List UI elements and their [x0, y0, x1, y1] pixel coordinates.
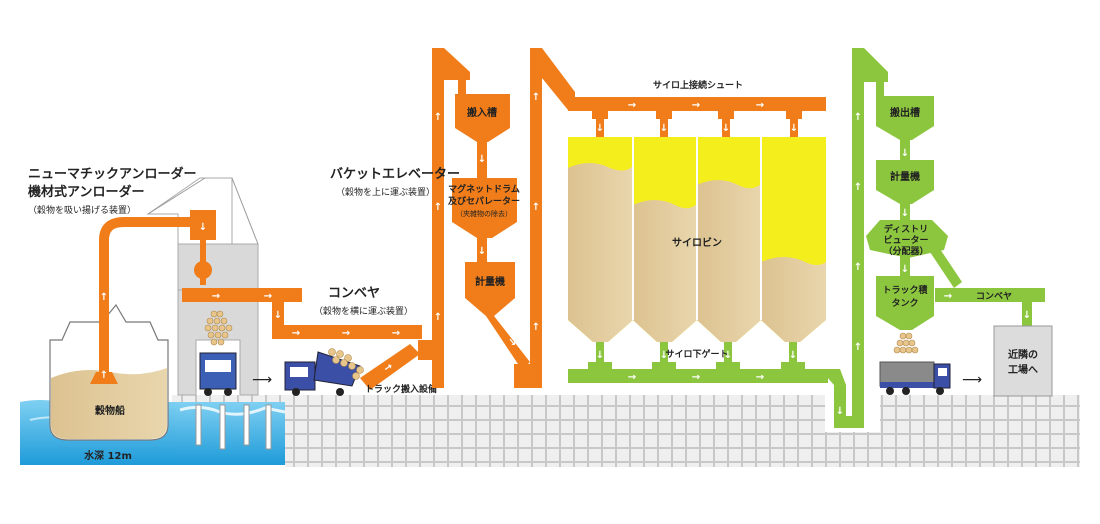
svg-text:↓: ↓ [790, 123, 798, 134]
svg-text:→: → [628, 100, 636, 111]
unloader-title-1: ニューマチックアンローダー [28, 166, 196, 182]
svg-text:→: → [756, 372, 764, 383]
truck-intake-label: トラック搬入設備 [365, 383, 437, 395]
svg-text:↓: ↓ [478, 154, 486, 165]
conveyor1-arrow-a: → [212, 291, 220, 302]
ship-label: 穀物船 [94, 404, 125, 417]
svg-text:↓: ↓ [596, 350, 604, 361]
svg-text:↑: ↑ [532, 322, 540, 333]
truck-tank-label-2: タンク [891, 297, 918, 309]
svg-text:↓: ↓ [274, 310, 282, 321]
outlet-column: ↓ ↓ ↓ → ↓ [866, 82, 1045, 330]
pier-posts [195, 404, 272, 450]
svg-text:⟶: ⟶ [962, 372, 982, 388]
truck-intake-chute: → [360, 344, 420, 390]
scale-1-label: 計量機 [475, 275, 505, 288]
conveyor-2-label: コンベヤ [976, 291, 1012, 302]
unloader-title-2: 機材式アンローダー [28, 184, 144, 200]
svg-text:→: → [692, 372, 700, 383]
silo-top-chute-label: サイロ上接続シュート [653, 79, 743, 91]
hopper-arrow-down: ↓ [199, 222, 207, 233]
silo-bottom-gates: ↓ ↓ ↓ ↓ → → → ↓ [568, 342, 846, 422]
svg-text:↓: ↓ [1023, 310, 1031, 321]
svg-text:↓: ↓ [660, 350, 668, 361]
svg-text:→: → [944, 291, 952, 302]
ground-tiles [172, 395, 1080, 467]
svg-text:↑: ↑ [854, 342, 862, 353]
bucket-elevator-2: ↑ ↑ ↑ [514, 48, 575, 388]
factory-label-1: 近隣の [1008, 348, 1038, 361]
factory-label-2: 工場へ [1008, 363, 1038, 376]
svg-text:→: → [756, 100, 764, 111]
svg-text:↓: ↓ [660, 123, 668, 134]
svg-text:→: → [628, 372, 636, 383]
svg-text:↑: ↑ [854, 182, 862, 193]
svg-text:↓: ↓ [596, 123, 604, 134]
svg-text:→: → [342, 328, 350, 339]
magnet-subtitle: （夾雑物の除去） [456, 209, 512, 218]
nearby-factory [993, 325, 1053, 397]
scale-2-label: 計量機 [890, 170, 920, 183]
svg-text:↑: ↑ [532, 202, 540, 213]
distributor-label-2: ビューター [883, 234, 928, 246]
svg-text:↑: ↑ [434, 202, 442, 213]
svg-text:→: → [292, 328, 300, 339]
intake-hopper-label: 搬入槽 [467, 106, 497, 119]
silo-bottom-gate-label: サイロ下ゲート [665, 348, 728, 360]
svg-text:↑: ↑ [854, 112, 862, 123]
svg-text:↑: ↑ [434, 312, 442, 323]
water-depth-label: 水深 12m [83, 449, 132, 462]
svg-text:↓: ↓ [901, 208, 909, 219]
outbound-truck: ⟶ [879, 332, 982, 395]
svg-text:↓: ↓ [901, 148, 909, 159]
outlet-hopper-label: 搬出槽 [890, 106, 920, 119]
bucket-elevator-label: バケットエレベーター [330, 167, 460, 182]
magnet-label-1: マグネットドラム [448, 183, 520, 195]
svg-text:↑: ↑ [532, 92, 540, 103]
silo-bins [568, 137, 826, 342]
distributor-label-1: ディストリ [884, 223, 928, 235]
svg-text:↓: ↓ [836, 406, 844, 417]
bucket-elevator-subtitle: （穀物を上に運ぶ装置） [336, 186, 435, 198]
bucket-elevator-1: ↑ ↑ ↑ [418, 48, 470, 388]
conveyor-label: コンベヤ [328, 286, 380, 301]
svg-text:→: → [692, 100, 700, 111]
svg-text:→: → [392, 328, 400, 339]
svg-text:↓: ↓ [724, 350, 732, 361]
pipe-arrow-up-2: ↑ [100, 370, 108, 381]
distributor-label-3: （分配器） [883, 245, 928, 257]
silo-top-chute: → → → ↓ ↓ ↓ ↓ [568, 97, 826, 137]
svg-text:↓: ↓ [789, 350, 797, 361]
magnet-label-2: 及びセパレーター [448, 195, 520, 207]
svg-text:↑: ↑ [434, 112, 442, 123]
truck-tank-label-1: トラック積 [882, 284, 928, 296]
svg-text:↓: ↓ [722, 123, 730, 134]
svg-text:↓: ↓ [901, 264, 909, 275]
unloader: ↑ ↑ ↓ → → ⟶ [90, 177, 302, 396]
green-elevator: ↑ ↑ ↑ ↑ [834, 48, 888, 428]
dump-truck [284, 348, 364, 396]
conveyor1-arrow-b: → [264, 291, 272, 302]
svg-text:↓: ↓ [478, 246, 486, 257]
processing-column: ↓ ↓ → [452, 80, 530, 370]
unloader-subtitle: （穀物を吸い揚げる装置） [28, 204, 136, 216]
silo-bin-label: サイロビン [672, 236, 722, 249]
svg-text:↑: ↑ [854, 262, 862, 273]
conveyor-subtitle: （穀物を横に運ぶ装置） [314, 305, 413, 317]
conveyor-2: → → → ↓ [272, 302, 422, 339]
truck-arrow-right: ⟶ [252, 372, 272, 388]
pipe-arrow-up-1: ↑ [100, 292, 108, 303]
